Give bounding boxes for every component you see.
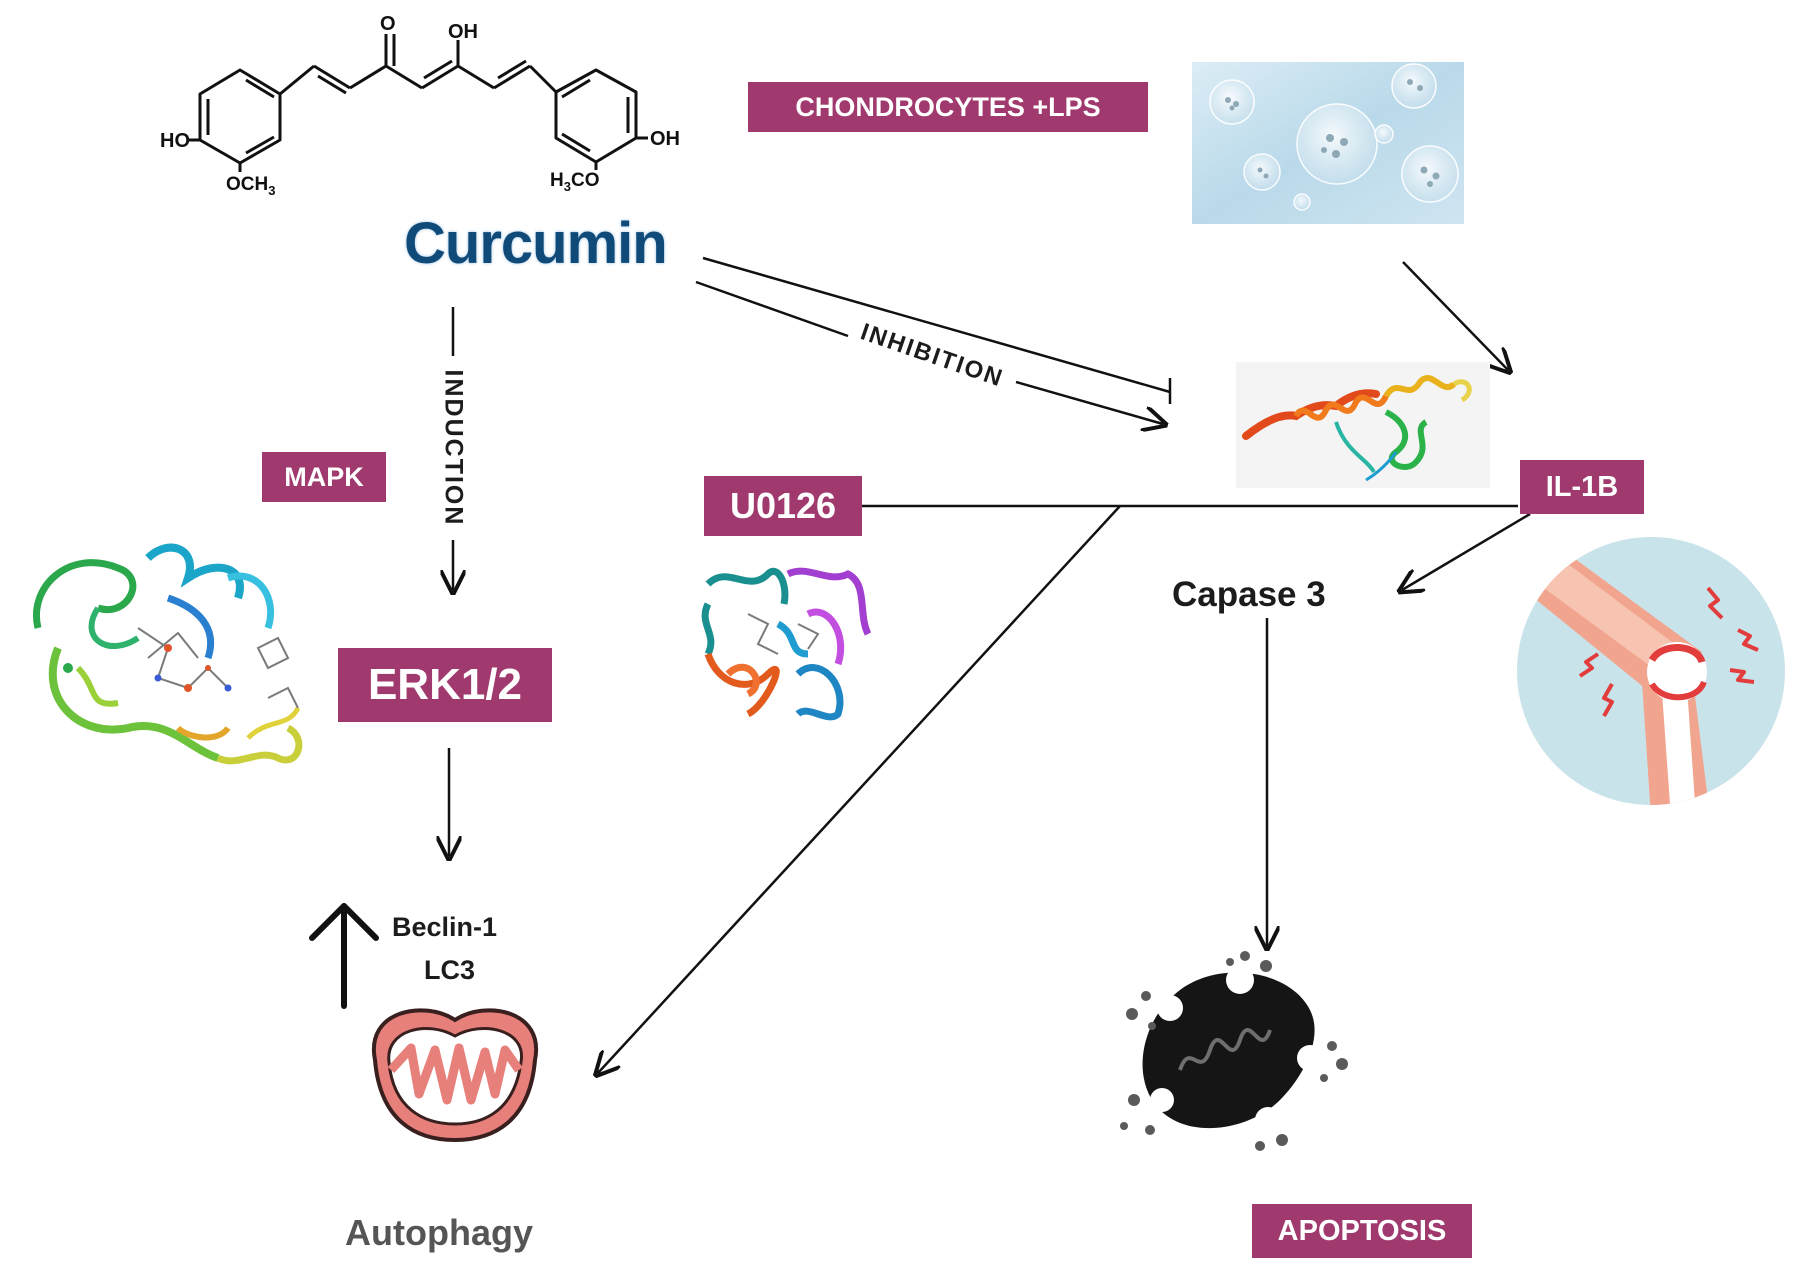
chondrocyte-cells-image — [1192, 62, 1464, 224]
chondrocytes-to-il1b-arrow — [1402, 261, 1508, 370]
inflamed-knee-icon — [1517, 537, 1785, 805]
enol-oh-label: OH — [448, 21, 478, 43]
apoptotic-cell-icon — [1120, 951, 1348, 1151]
lc3-label: LC3 — [424, 955, 476, 985]
mapk-tag: MAPK — [262, 452, 386, 502]
apoptosis-tag: APOPTOSIS — [1252, 1204, 1472, 1258]
left-ho-label: HO — [160, 130, 190, 152]
il1b-to-caspase-arrow — [1402, 512, 1531, 590]
mitochondrion-icon — [371, 1008, 539, 1143]
chondrocytes-lps-tag: CHONDROCYTES +LPS — [748, 82, 1148, 132]
inhibition-line-a — [695, 280, 849, 338]
beclin1-label: Beclin-1 — [392, 912, 498, 942]
caspase3-label: Capase 3 — [1172, 575, 1326, 614]
upregulation-arrow — [309, 903, 379, 1009]
inhibition-arrow — [1015, 380, 1163, 424]
u0126-tag: U0126 — [704, 476, 862, 536]
il1b-protein-structure — [1236, 362, 1490, 488]
inhibition-bar-line — [702, 256, 1171, 394]
mapk-protein-structure — [33, 543, 303, 765]
autophagy-label: Autophagy — [345, 1212, 533, 1253]
erk12-tag: ERK1/2 — [338, 648, 552, 722]
induction-label: INDUCTION — [439, 369, 468, 527]
curcumin-title: Curcumin — [404, 211, 668, 276]
carbonyl-o-label: O — [380, 13, 396, 35]
right-h3co-label: H3CO — [550, 170, 599, 194]
il1b-tag: IL-1B — [1520, 460, 1644, 514]
u0126-to-autophagy-arrow — [598, 505, 1121, 1073]
right-oh-label: OH — [650, 128, 680, 150]
u0126-protein-structure — [701, 567, 872, 721]
left-och3-label: OCH3 — [226, 174, 275, 198]
